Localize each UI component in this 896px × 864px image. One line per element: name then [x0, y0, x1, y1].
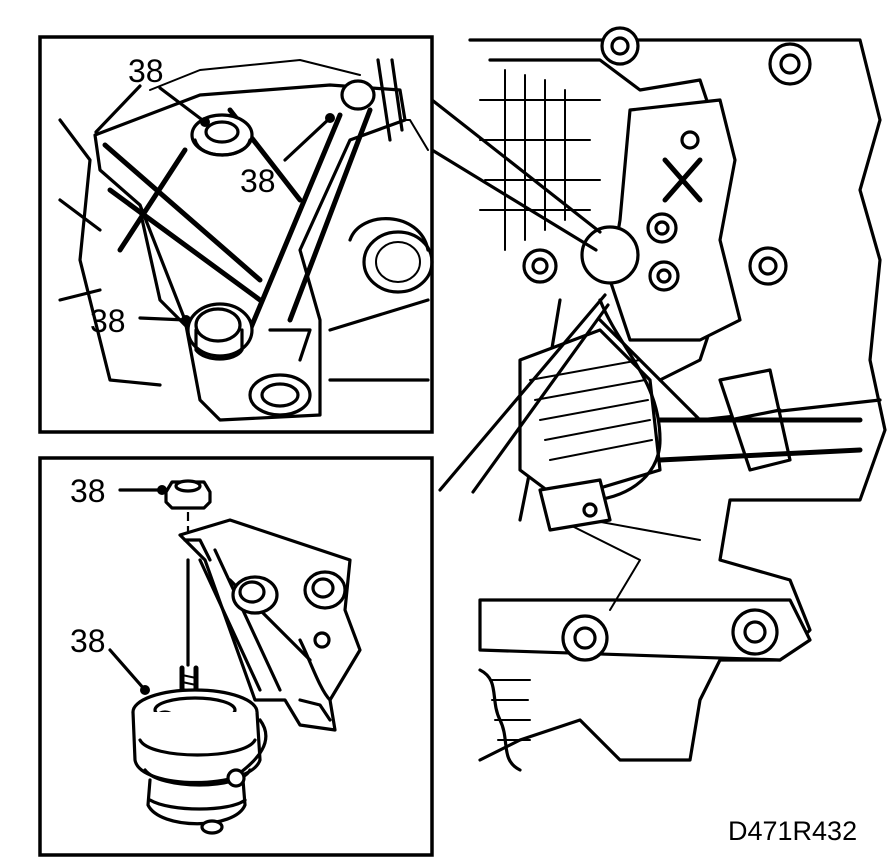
- figure-code: D471R432: [728, 816, 857, 846]
- top-label-38-c: 38: [90, 303, 126, 339]
- bottom-inset: 38 38: [38, 456, 434, 857]
- callout-pointers: [430, 98, 610, 494]
- bottom-label-38-nut: 38: [70, 473, 106, 509]
- top-inset: 38 38 38: [38, 35, 434, 434]
- overview-drawing: [468, 26, 887, 772]
- top-label-38-b: 38: [240, 163, 276, 199]
- top-label-38-a: 38: [128, 53, 164, 89]
- bottom-label-38-mount: 38: [70, 623, 106, 659]
